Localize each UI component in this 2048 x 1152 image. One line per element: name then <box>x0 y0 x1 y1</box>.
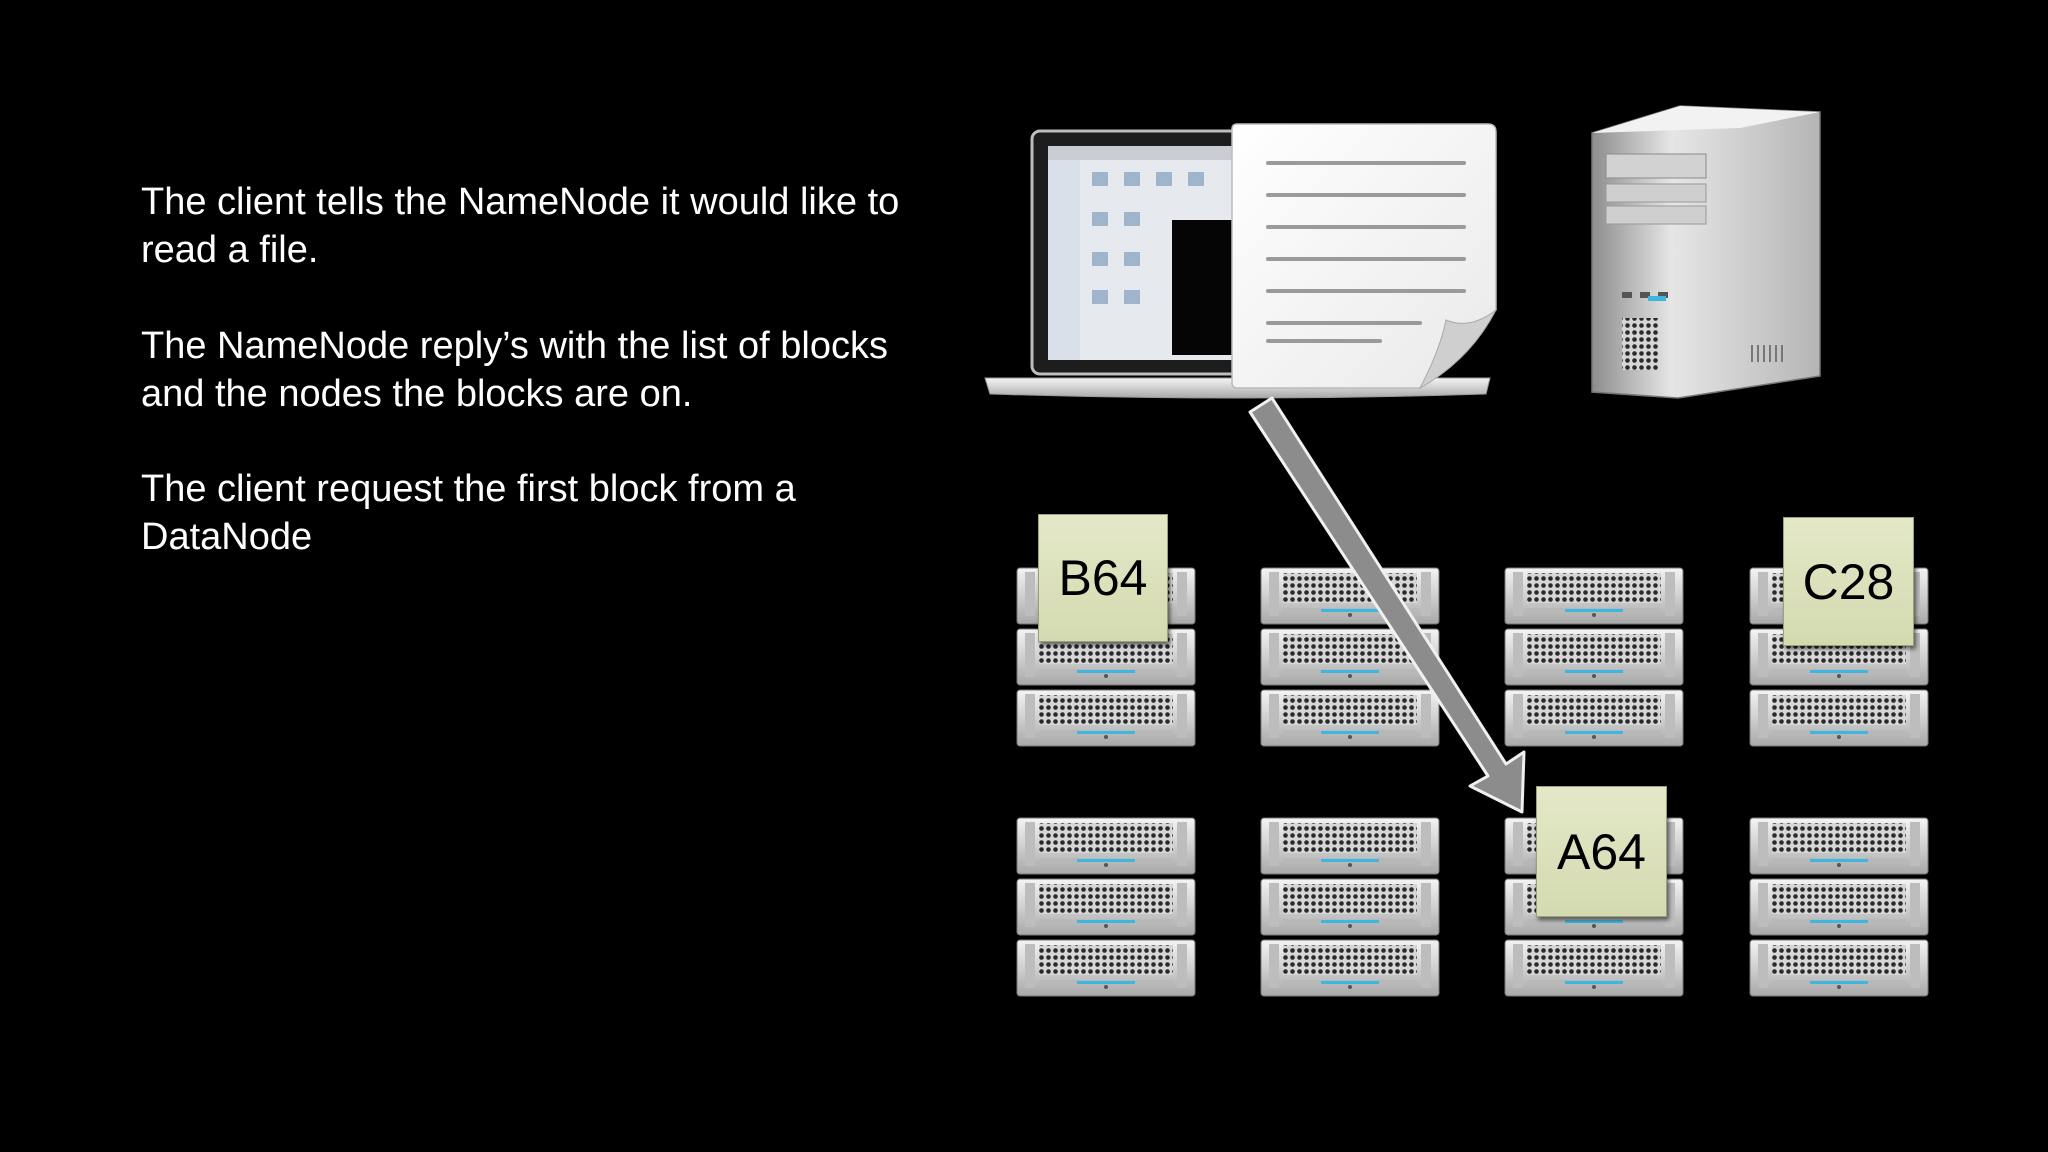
read-request-arrow <box>1248 396 1526 814</box>
block-label-a64: A64 <box>1536 786 1667 917</box>
document-icon <box>1231 123 1497 390</box>
slide-paragraph-3: The client request the first block from … <box>141 468 796 558</box>
block-label-c28: C28 <box>1783 517 1914 646</box>
laptop-icon <box>984 129 1491 399</box>
rack-server-icon <box>1261 818 1439 996</box>
rack-server-icon <box>1505 568 1683 746</box>
tower-server-icon <box>1591 105 1821 399</box>
slide-paragraph-2: The NameNode reply’s with the list of bl… <box>141 325 888 415</box>
slide-paragraph-1: The client tells the NameNode it would l… <box>141 181 900 271</box>
block-label-b64: B64 <box>1038 514 1168 642</box>
rack-server-icon <box>1750 818 1928 996</box>
rack-server-icon <box>1017 818 1195 996</box>
